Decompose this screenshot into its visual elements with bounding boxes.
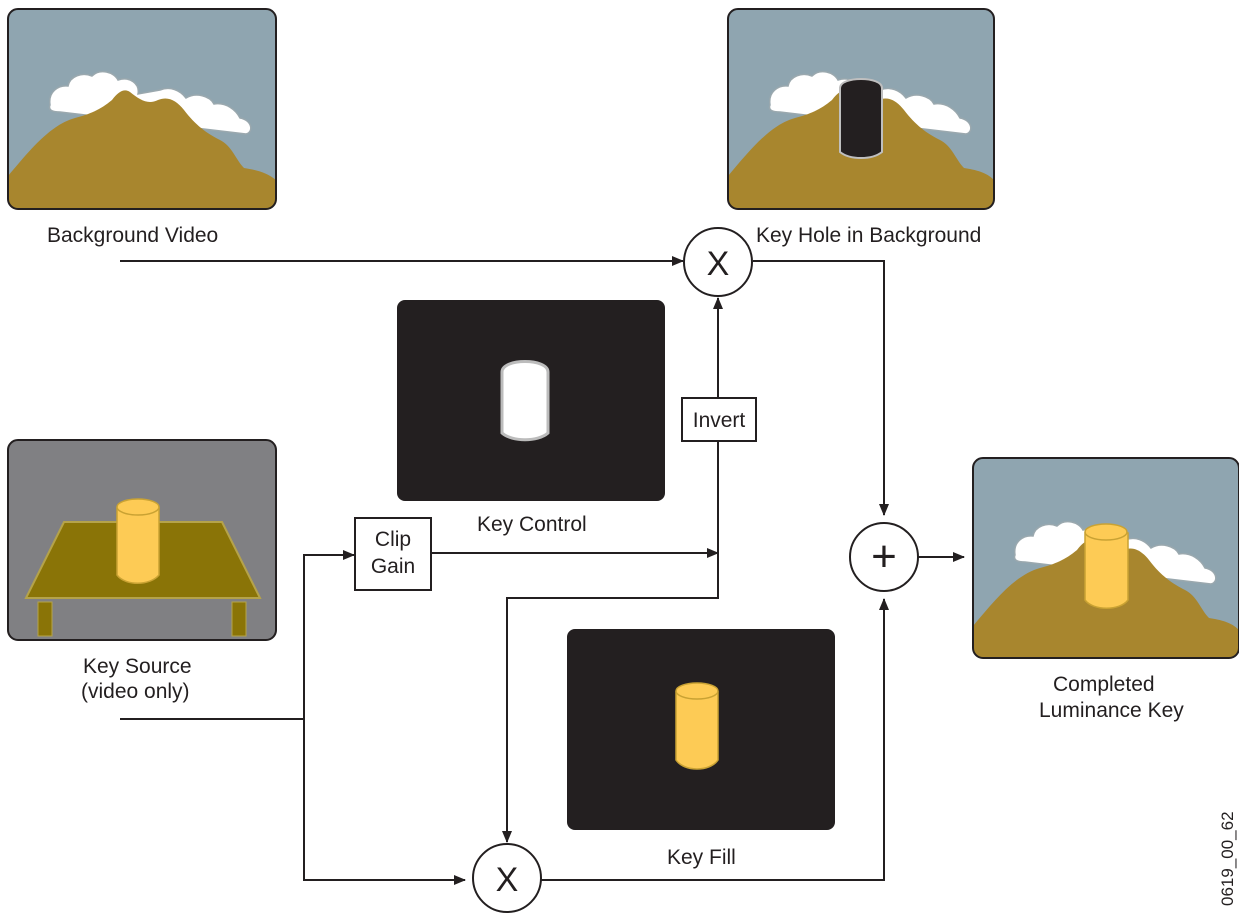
clip-gain-box: Clip Gain — [354, 517, 432, 591]
multiply-top-node: X — [683, 227, 753, 297]
key-hole-label: Key Hole in Background — [756, 224, 981, 247]
completed-key-label-line1: Completed — [1053, 673, 1155, 696]
background-video-label: Background Video — [47, 224, 218, 247]
completed-key-frame — [972, 457, 1239, 659]
key-source-label-line1: Key Source — [83, 655, 192, 678]
svg-text:Clip: Clip — [375, 528, 411, 551]
key-source-cylinder — [116, 507, 160, 584]
invert-box: Invert — [681, 397, 757, 442]
key-source-thumbnail — [8, 440, 276, 640]
key-control-shape — [500, 360, 550, 442]
svg-text:X: X — [496, 861, 519, 899]
key-control-label: Key Control — [477, 513, 587, 536]
key-hole-thumbnail — [728, 9, 994, 209]
key-source-label-line2: (video only) — [81, 680, 190, 703]
source-to-fill-multiply-line — [303, 719, 466, 885]
background-video-frame — [7, 8, 277, 210]
completed-key-cylinder — [1084, 532, 1129, 609]
key-source-frame — [7, 439, 277, 641]
key-fill-cylinder — [675, 691, 719, 770]
add-node: + — [849, 522, 919, 592]
multiply-bottom-node: X — [472, 843, 542, 913]
svg-text:Gain: Gain — [371, 555, 415, 578]
svg-text:+: + — [871, 532, 897, 581]
figure-id: 0619_00_62 — [1218, 811, 1237, 906]
fill-multiply-to-add-line — [541, 598, 889, 881]
source-to-clip-line — [303, 550, 355, 719]
completed-key-thumbnail — [973, 458, 1239, 658]
key-hole-frame — [727, 8, 995, 210]
keyhole-to-add-line — [753, 260, 889, 516]
control-to-fill-multiply-line — [502, 553, 719, 843]
signal-lines — [120, 256, 965, 885]
background-video-thumbnail — [8, 9, 276, 209]
key-fill-label: Key Fill — [667, 846, 736, 869]
key-hole — [839, 78, 883, 159]
svg-text:X: X — [707, 245, 730, 283]
completed-key-label-line2: Luminance Key — [1039, 699, 1184, 722]
svg-text:Invert: Invert — [693, 409, 746, 432]
